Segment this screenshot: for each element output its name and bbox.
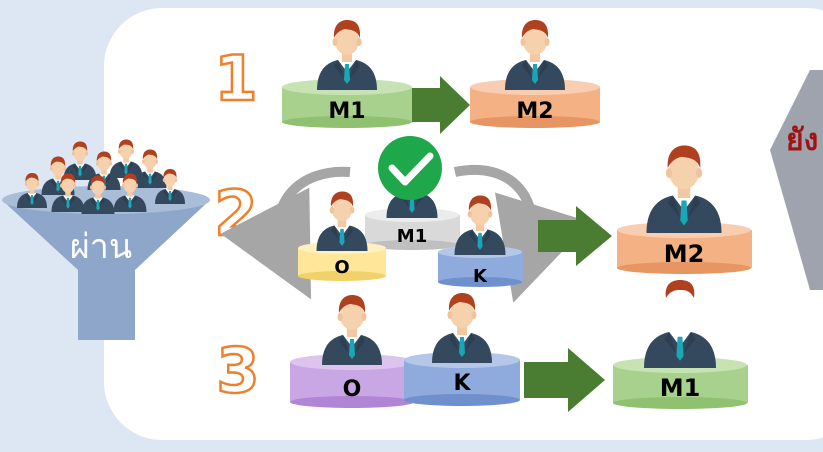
row1-right-pad bbox=[470, 79, 600, 128]
checkmark-icon bbox=[378, 136, 442, 200]
arrow-right-icon bbox=[524, 348, 605, 412]
hair-icon bbox=[665, 280, 695, 298]
arrow-right-icon bbox=[538, 206, 612, 266]
row3-right-label: M1 bbox=[660, 374, 701, 402]
arrow-right-icon bbox=[412, 76, 470, 134]
row2-center-label: M1 bbox=[397, 226, 427, 247]
row1-left-pad bbox=[282, 79, 412, 128]
side-pointer bbox=[770, 70, 823, 290]
row1-number: 1 bbox=[214, 42, 257, 115]
row3-number: 3 bbox=[216, 334, 259, 407]
row1-left-label: M1 bbox=[328, 99, 365, 124]
funnel-label: ผ่าน bbox=[70, 227, 132, 267]
curved-arrow-icon bbox=[220, 166, 351, 300]
row3-o-label: O bbox=[343, 377, 362, 402]
curved-arrow-icon bbox=[453, 165, 591, 303]
row1-right-label: M2 bbox=[516, 99, 553, 124]
row3-k-label: K bbox=[453, 371, 471, 396]
row2-number: 2 bbox=[214, 177, 257, 250]
row2-k-label: K bbox=[473, 266, 488, 287]
row2-right-label: M2 bbox=[664, 240, 705, 268]
side-label: ยัง bbox=[786, 123, 818, 158]
row3-o-pad bbox=[290, 354, 415, 408]
row2-o-label: O bbox=[334, 257, 349, 278]
